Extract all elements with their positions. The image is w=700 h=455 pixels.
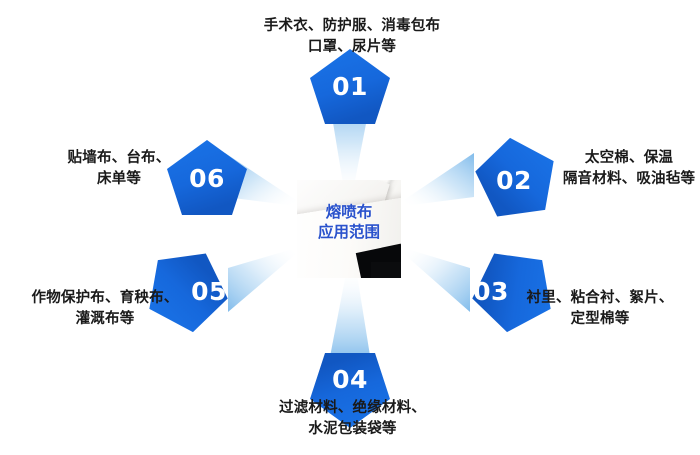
node-06[interactable]: 06: [167, 140, 247, 215]
beam-02: [404, 153, 474, 206]
node-label-02: 太空棉、保温 隔音材料、吸油毡等: [562, 150, 696, 188]
node-number-05: 05: [191, 277, 227, 306]
pentagon-02[interactable]: [469, 125, 571, 230]
node-label-01: 手术衣、防护服、消毒包布 口罩、尿片等: [263, 18, 441, 56]
node-label-04: 过滤材料、绝缘材料、 水泥包装袋等: [279, 400, 426, 438]
node-label-05: 作物保护布、育秧布、 灌溉布等: [31, 290, 179, 328]
node-label-06: 贴墙布、台布、 床单等: [67, 150, 171, 188]
pentagon-04[interactable]: [310, 353, 390, 428]
center-photo: [297, 180, 401, 278]
node-number-03: 03: [473, 277, 509, 306]
node-03[interactable]: [466, 240, 568, 345]
node-label-03: 衬里、粘合衬、絮片、 定型棉等: [526, 290, 674, 328]
pentagon-05[interactable]: [132, 240, 234, 345]
node-02[interactable]: [469, 125, 571, 230]
pentagon-03[interactable]: [466, 240, 568, 345]
node-number-04: 04: [332, 365, 368, 394]
photo-dark-corner-2: [371, 262, 401, 278]
node-number-06: 06: [189, 164, 225, 193]
beam-03: [404, 248, 470, 312]
node-number-02: 02: [496, 166, 532, 195]
connector-beams: [225, 98, 474, 362]
node-04[interactable]: [310, 353, 390, 428]
node-number-01: 01: [332, 72, 368, 101]
pentagon-06[interactable]: [167, 140, 247, 215]
beam-05: [228, 248, 296, 312]
pentagon-01[interactable]: [310, 49, 390, 124]
center-caption: 熔喷布 应用范围: [317, 204, 380, 242]
node-01[interactable]: 01: [310, 49, 390, 124]
beam-04: [329, 268, 371, 362]
node-05[interactable]: [132, 240, 234, 345]
